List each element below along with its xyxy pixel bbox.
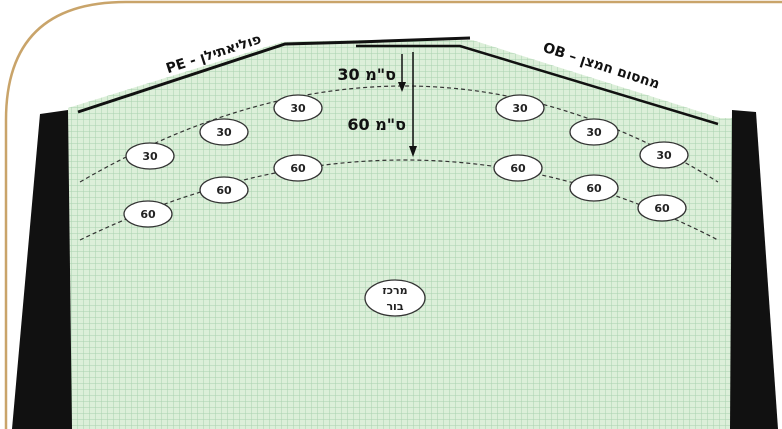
decorative-frame <box>4 0 782 429</box>
marker-60-right-3: 60 <box>637 194 687 222</box>
marker-30-right-1-label: 30 <box>512 102 528 115</box>
marker-30-right-3: 30 <box>639 141 689 169</box>
marker-60-left-2-label: 60 <box>216 184 232 197</box>
pit-center-label-line1: מרכז <box>382 284 407 297</box>
pit-center-label-line2: בור <box>386 300 403 313</box>
marker-30-left-2-label: 30 <box>216 126 232 139</box>
marker-30-right-3-label: 30 <box>656 149 672 162</box>
depth-60-label: 60 ס"מ <box>347 115 406 134</box>
marker-30-right-1: 30 <box>495 94 545 122</box>
marker-30-left-3: 30 <box>273 94 323 122</box>
ob-cover-line <box>357 36 471 44</box>
marker-60-left-3-label: 60 <box>290 162 306 175</box>
marker-60-right-2-label: 60 <box>586 182 602 195</box>
marker-60-left-3: 60 <box>273 154 323 182</box>
depth-30-curve <box>79 85 719 183</box>
right-wall <box>730 110 778 429</box>
marker-30-right-2-label: 30 <box>586 126 602 139</box>
pe-cover-line <box>77 40 359 114</box>
ob-cover-line-right <box>356 44 719 126</box>
depth-30-label: 30 ס"מ <box>337 65 396 84</box>
marker-60-left-2: 60 <box>199 176 249 204</box>
left-wall <box>12 110 72 429</box>
depth-30-arrowhead <box>398 82 406 92</box>
pit-center-marker: מרכז בור <box>364 279 426 317</box>
depth-60-arrowhead <box>409 146 417 157</box>
marker-60-left-1: 60 <box>123 200 173 228</box>
marker-30-left-3-label: 30 <box>290 102 306 115</box>
marker-30-left-2: 30 <box>199 118 249 146</box>
marker-30-left-1-label: 30 <box>142 150 158 163</box>
marker-30-left-1: 30 <box>125 142 175 170</box>
marker-60-left-1-label: 60 <box>140 208 156 221</box>
marker-30-right-2: 30 <box>569 118 619 146</box>
marker-60-right-3-label: 60 <box>654 202 670 215</box>
marker-60-right-1: 60 <box>493 154 543 182</box>
marker-60-right-2: 60 <box>569 174 619 202</box>
depth-60-curve <box>79 159 719 241</box>
marker-60-right-1-label: 60 <box>510 162 526 175</box>
